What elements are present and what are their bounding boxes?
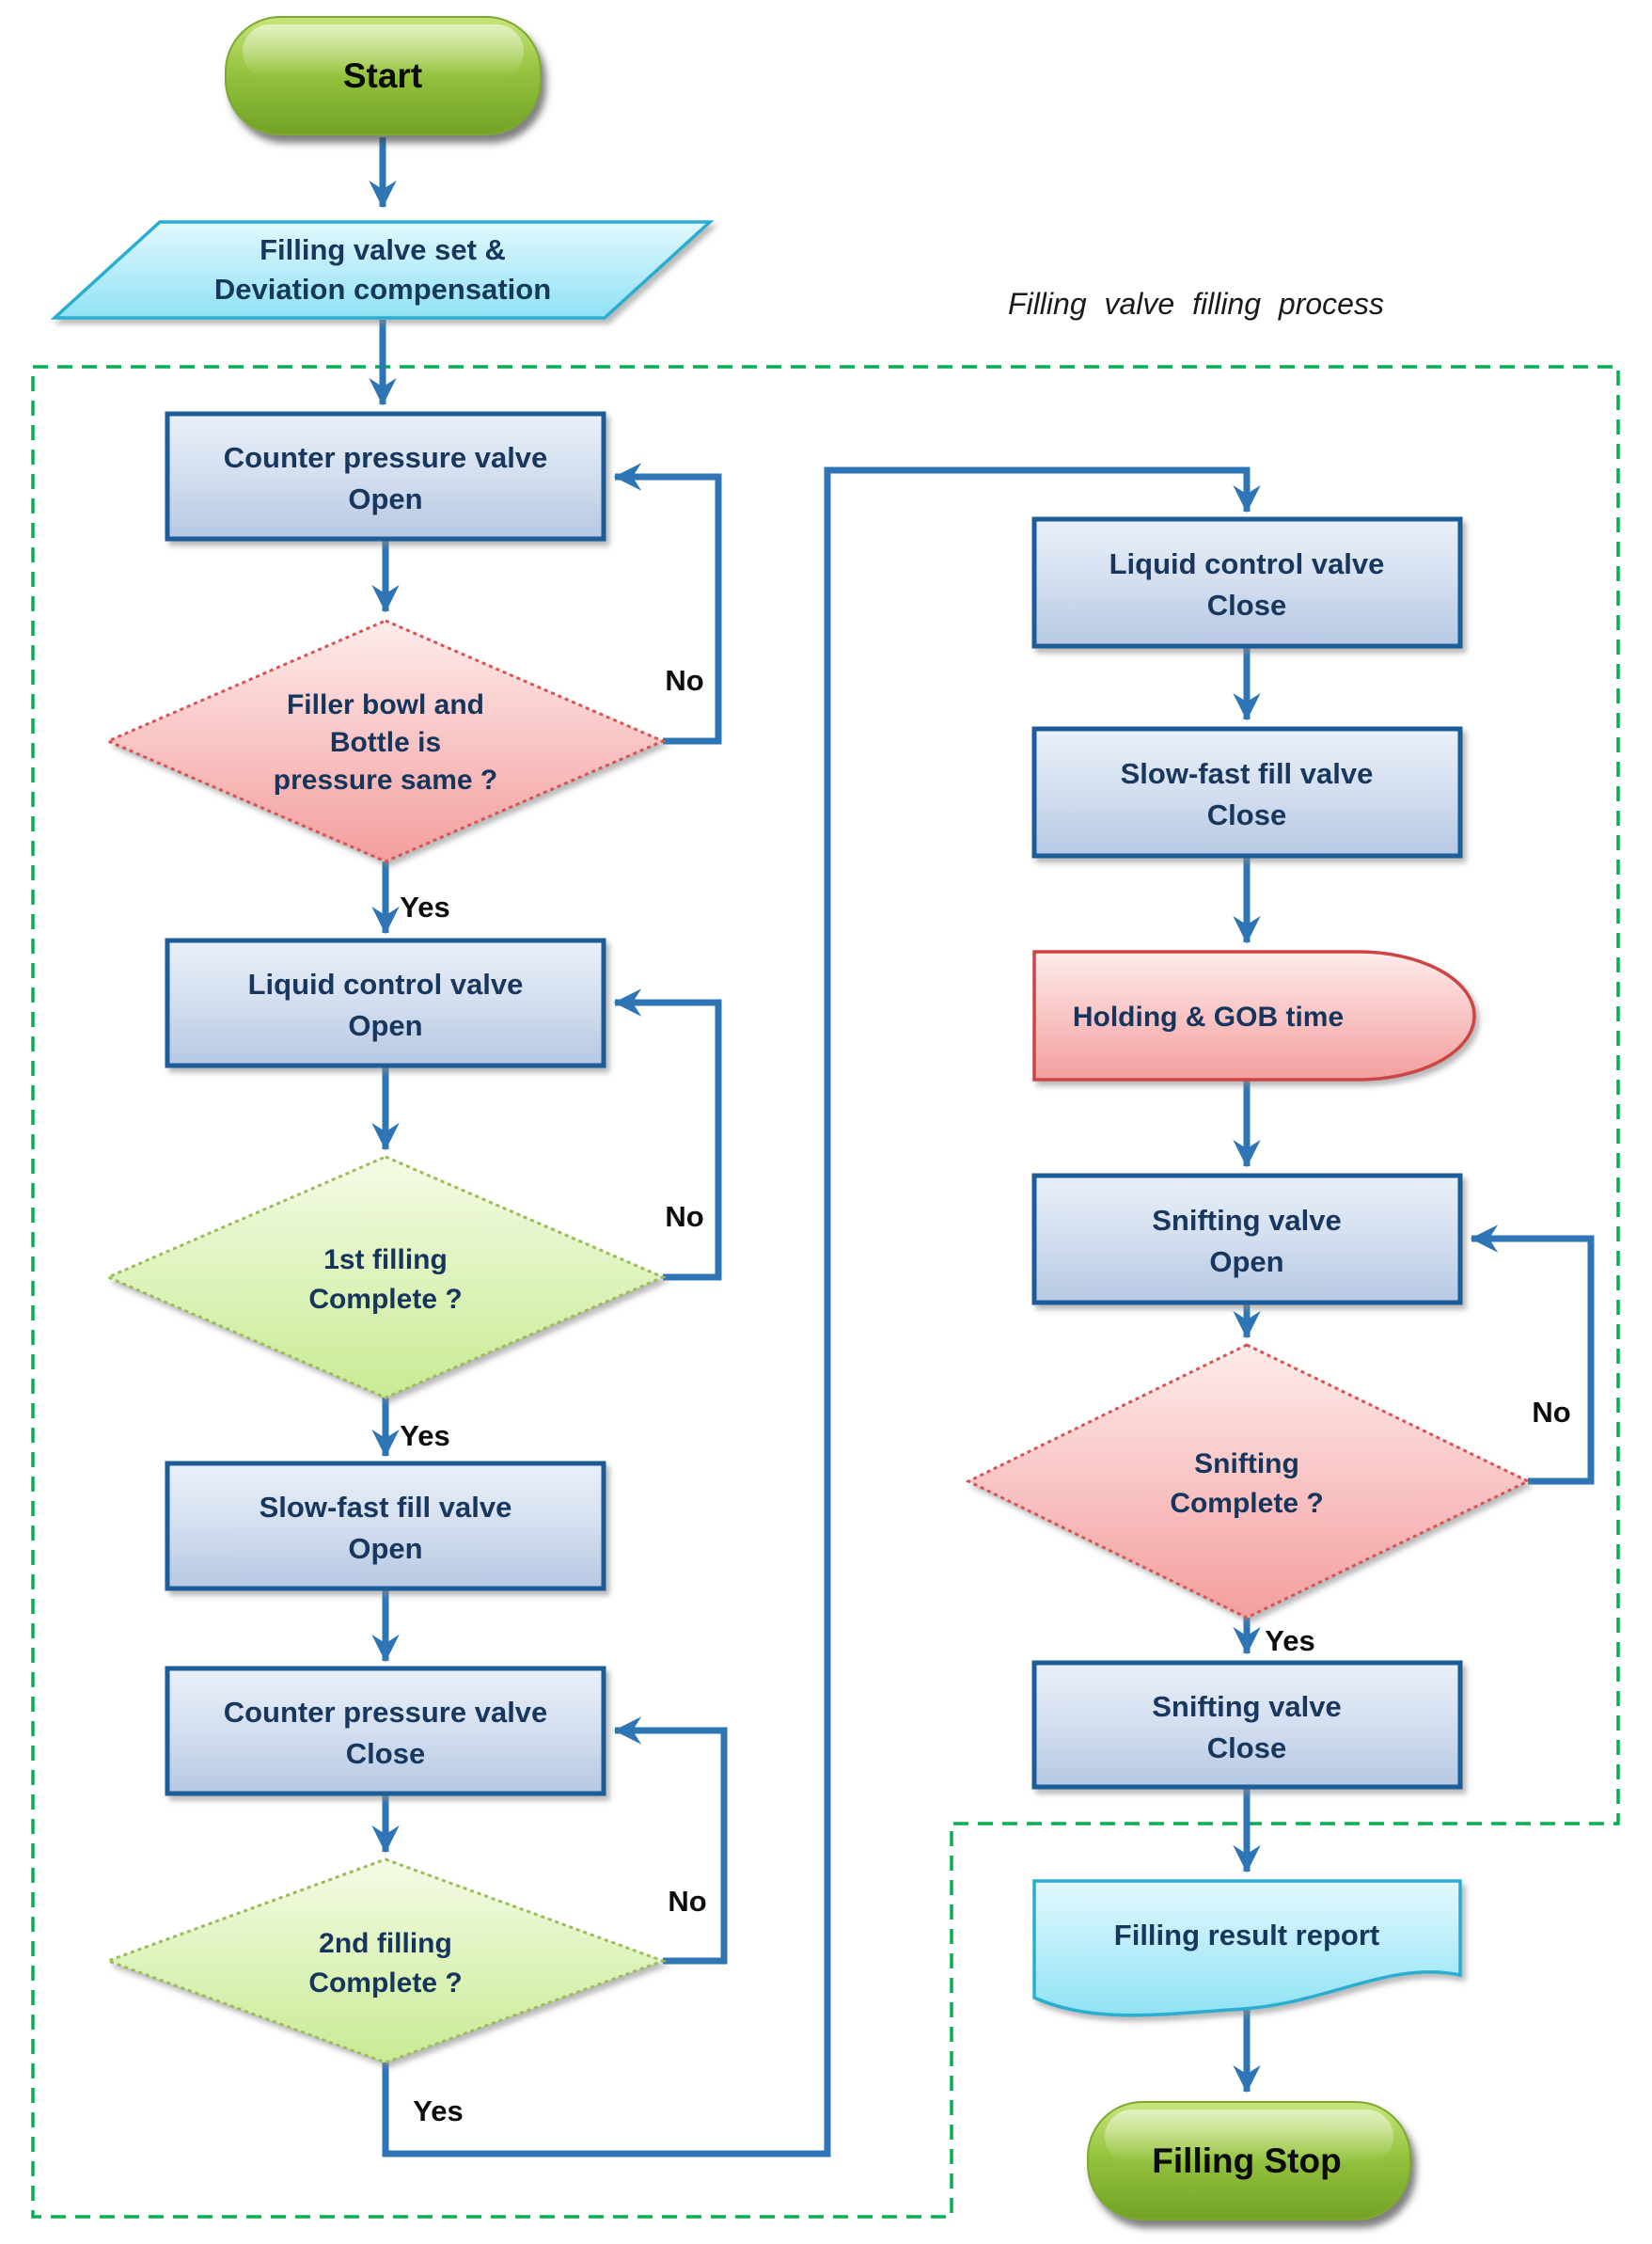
slow-open-line2: Open [348, 1532, 422, 1565]
fillset-line2: Deviation compensation [214, 273, 551, 306]
arrow-yes-second-fill-to-liquid-close [382, 466, 1261, 2157]
node-snifting-close: Snifting valve Close [1031, 1660, 1463, 1790]
label-no-first-fill: No [665, 1200, 703, 1233]
snift-q-line2: Complete ? [1170, 1488, 1323, 1519]
node-counter-pressure-close: Counter pressure valve Close [165, 1666, 606, 1796]
bowl-line3: pressure same ? [274, 765, 497, 796]
liquid-open-line1: Liquid control valve [248, 968, 524, 1001]
counter-close-line2: Close [346, 1737, 425, 1770]
node-slow-fast-open: Slow-fast fill valve Open [165, 1461, 606, 1591]
process-group-title: Filling valve filling process [1008, 287, 1384, 321]
node-filler-bowl-decision: Filler bowl and Bottle is pressure same … [104, 619, 667, 863]
node-liquid-control-close: Liquid control valve Close [1031, 516, 1463, 649]
label-yes-second-fill: Yes [413, 2094, 463, 2127]
node-slow-fast-close: Slow-fast fill valve Close [1031, 726, 1463, 859]
liquid-close-line1: Liquid control valve [1109, 547, 1385, 580]
snift-q-line1: Snifting [1194, 1448, 1299, 1479]
snift-open-line2: Open [1209, 1245, 1283, 1278]
label-no-second-fill: No [668, 1885, 706, 1918]
label-no-snift-q: No [1532, 1396, 1570, 1429]
no-loop-first-fill-to-liquid-open [613, 988, 722, 1281]
holding-label: Holding & GOB time [1073, 1002, 1344, 1033]
node-holding-gob-time: Holding & GOB time [1032, 950, 1476, 1082]
edge-labels: Yes Yes Yes Yes No No No No [400, 664, 1570, 2127]
first-fill-line2: Complete ? [308, 1284, 462, 1315]
snift-close-line2: Close [1207, 1731, 1286, 1764]
liquid-close-line2: Close [1207, 589, 1286, 622]
slow-close-line2: Close [1207, 798, 1286, 831]
start-label: Start [343, 56, 422, 95]
counter-open-line2: Open [348, 482, 422, 515]
node-filling-valve-set: Filling valve set & Deviation compensati… [50, 220, 715, 320]
no-loop-snift-q-to-snift-open [1470, 1225, 1595, 1485]
slow-close-line1: Slow-fast fill valve [1121, 757, 1374, 790]
node-start: Start [225, 16, 542, 135]
second-fill-line1: 2nd filling [319, 1928, 452, 1959]
node-filling-result-report: Filling result report [1032, 1879, 1462, 2017]
process-group-dashed-border [31, 365, 1620, 2219]
counter-close-line1: Counter pressure valve [224, 1696, 548, 1729]
bowl-line2: Bottle is [330, 727, 441, 758]
connectors [369, 137, 1595, 2157]
counter-open-line1: Counter pressure valve [224, 441, 548, 474]
stop-label: Filling Stop [1152, 2141, 1341, 2180]
report-label: Filling result report [1114, 1919, 1379, 1952]
label-yes-bowl-bottle: Yes [400, 891, 449, 924]
label-yes-snift-q: Yes [1265, 1624, 1314, 1657]
node-first-filling-decision: 1st filling Complete ? [104, 1155, 667, 1399]
snift-close-line1: Snifting valve [1152, 1690, 1342, 1723]
no-loop-bowl-bottle-to-counter-open [613, 463, 722, 745]
node-snifting-open: Snifting valve Open [1031, 1173, 1463, 1305]
node-counter-pressure-open: Counter pressure valve Open [165, 411, 606, 542]
second-fill-line2: Complete ? [308, 1967, 462, 1999]
fillset-line1: Filling valve set & [260, 233, 506, 266]
node-snifting-decision: Snifting Complete ? [965, 1343, 1532, 1620]
node-second-filling-decision: 2nd filling Complete ? [103, 1857, 668, 2064]
liquid-open-line2: Open [348, 1009, 422, 1042]
label-yes-first-fill: Yes [400, 1419, 449, 1452]
label-no-bowl-bottle: No [665, 664, 703, 697]
slow-open-line1: Slow-fast fill valve [260, 1491, 512, 1524]
node-filling-stop: Filling Stop [1087, 2101, 1411, 2220]
node-liquid-control-open: Liquid control valve Open [165, 938, 606, 1068]
bowl-line1: Filler bowl and [287, 689, 484, 720]
no-loop-second-fill-to-counter-close [613, 1716, 728, 1965]
snift-open-line1: Snifting valve [1152, 1204, 1342, 1237]
first-fill-line1: 1st filling [323, 1244, 448, 1275]
